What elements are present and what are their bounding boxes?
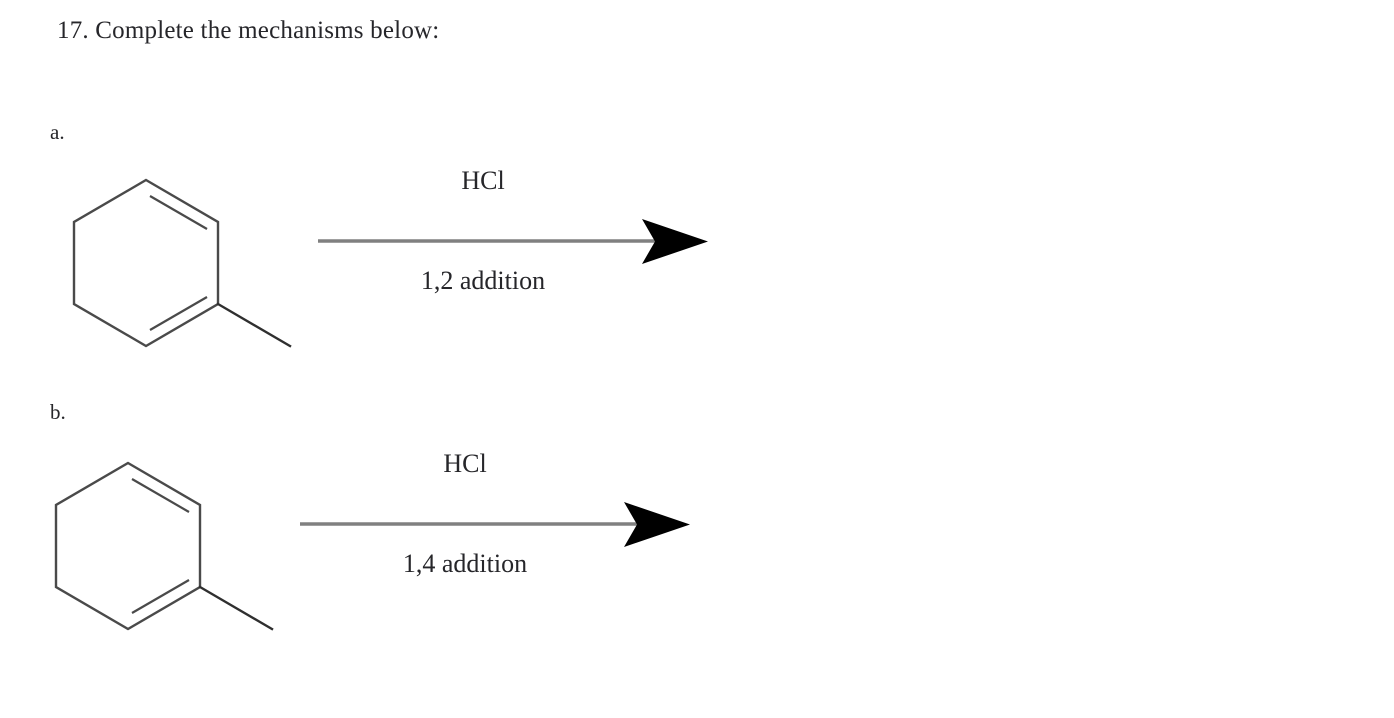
reagent-label-above-b: HCl [443,449,487,478]
reaction-scheme-a: HCl 1,2 addition [0,140,1394,370]
double-bond-inner-top-b [131,478,190,513]
methylcyclohexadiene-skeletal-b [54,461,274,631]
reactant-structure-b [37,435,297,645]
product-answer-area-a[interactable] [730,150,1350,360]
part-label-a: a. [50,120,65,144]
methyl-bond-b [198,585,274,631]
reaction-scheme-b: HCl 1,4 addition [0,423,1376,653]
product-answer-area-b[interactable] [712,433,1352,643]
reagent-label-above-a: HCl [461,166,505,195]
reaction-arrow-b [300,501,690,547]
double-bond-inner-bottom-a [149,296,208,331]
methylcyclohexadiene-skeletal-a [72,178,292,348]
methyl-bond-a [216,302,292,348]
part-label-b: b. [50,400,66,424]
reactant-structure-a [55,152,315,362]
arrow-head-a [642,219,708,264]
reagent-label-below-b: 1,4 addition [402,549,528,578]
page-title: 17. Complete the mechanisms below: [57,17,440,44]
cyclohexane-ring-a [72,178,220,348]
reaction-arrow-group-a: HCl 1,2 addition [318,166,718,341]
reagent-label-below-a: 1,2 addition [420,266,546,295]
double-bond-inner-bottom-b [131,579,190,614]
arrow-head-b [624,502,690,547]
double-bond-inner-top-a [149,195,208,230]
reaction-arrow-a [318,218,708,264]
cyclohexane-ring-b [54,461,202,631]
reaction-arrow-group-b: HCl 1,4 addition [300,449,700,624]
